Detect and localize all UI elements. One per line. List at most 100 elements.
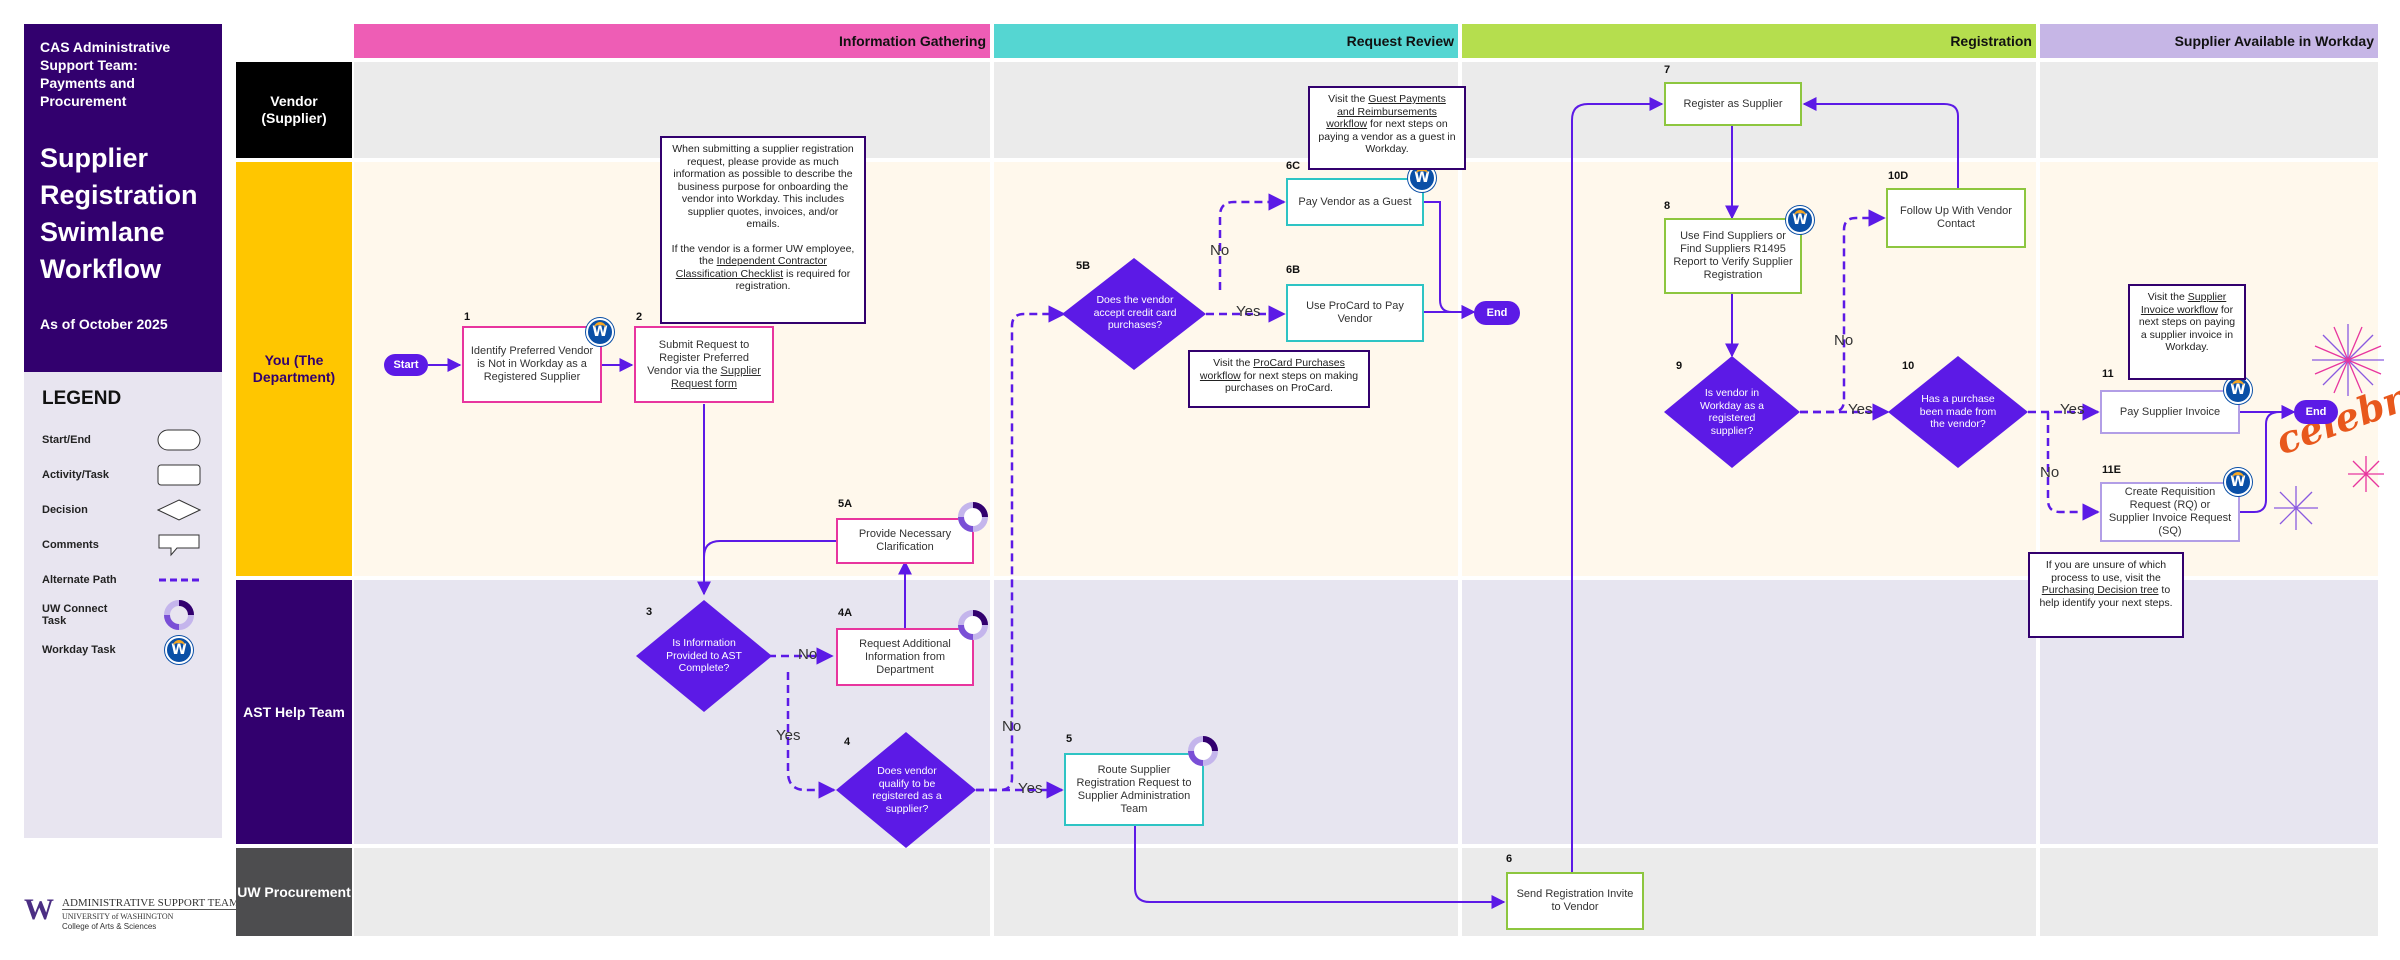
edge-label-yes: Yes	[1848, 401, 1873, 418]
legend-item: Activity/Task	[42, 457, 204, 492]
decision-5b-text: Does the vendor accept credit card purch…	[1093, 294, 1177, 332]
uw-connect-icon	[1188, 736, 1218, 766]
start-end-shape-icon	[157, 429, 201, 450]
comment-supplier-invoice: Visit the Supplier Invoice workflow for …	[2128, 284, 2246, 380]
task-6c-pay-guest: Pay Vendor as a Guest	[1286, 178, 1424, 226]
guest-payments-link[interactable]: Guest Payments and Reimbursements workfl…	[1326, 93, 1446, 130]
decision-4-text: Does vendor qualify to be registered as …	[872, 765, 942, 815]
comment-text: If you are unsure of which process to us…	[2045, 559, 2167, 584]
comment-text: is required for registration.	[735, 267, 851, 293]
comment-procard: Visit the ProCard Purchases workflow for…	[1188, 350, 1370, 408]
legend-label: UW Connect Task	[42, 602, 108, 627]
task-5-route-request: Route Supplier Registration Request to S…	[1064, 753, 1204, 826]
workday-icon: W	[586, 318, 614, 346]
edge-label-yes: Yes	[1018, 780, 1043, 797]
logo-line-3: College of Arts & Sciences	[62, 922, 157, 931]
comment-text: Visit the	[2147, 291, 2188, 303]
task-7-register-supplier: Register as Supplier	[1664, 82, 1802, 126]
step-number: 10	[1902, 360, 1915, 372]
contractor-checklist-link[interactable]: Independent Contractor Classification Ch…	[675, 255, 827, 280]
step-number: 2	[636, 311, 643, 323]
legend-label: Activity/Task	[42, 468, 110, 481]
edge-label-no: No	[1834, 332, 1854, 349]
step-number: 11E	[2102, 464, 2121, 476]
comment-text: for next steps on paying a vendor as a g…	[1318, 118, 1456, 155]
supplier-invoice-link[interactable]: Supplier Invoice workflow	[2140, 291, 2227, 316]
purchasing-decision-link[interactable]: Purchasing Decision tree	[2041, 584, 2159, 596]
edge-label-no: No	[798, 646, 818, 663]
title-panel: CAS Administrative Support Team: Payment…	[24, 24, 222, 372]
legend: LEGEND Start/End Activity/Task Decision …	[24, 372, 222, 838]
uw-connect-icon	[958, 502, 988, 532]
comment-text: for next steps on paying a supplier invo…	[2138, 303, 2236, 354]
end-node: End	[2294, 400, 2338, 424]
legend-item: UW Connect Task	[42, 597, 204, 632]
decision-shape-icon	[157, 498, 201, 521]
lane-ast-help-team: AST Help Team	[236, 580, 352, 844]
legend-title: LEGEND	[42, 388, 122, 409]
task-5a-provide-clarification: Provide Necessary Clarification	[836, 518, 974, 564]
step-number: 10D	[1888, 170, 1909, 182]
page-title: Supplier Registration Swimlane Workflow	[40, 143, 198, 284]
comment-text: Visit the	[1213, 357, 1254, 369]
task-2-submit-request: Submit Request to Register Preferred Ven…	[634, 326, 774, 403]
step-number: 4	[844, 736, 851, 748]
comment-purchasing-decision: If you are unsure of which process to us…	[2028, 552, 2184, 638]
edge-label-yes: Yes	[1236, 303, 1261, 320]
task-6-send-invite: Send Registration Invite to Vendor	[1506, 872, 1644, 930]
org-name: CAS Administrative Support Team: Payment…	[40, 39, 171, 109]
phase-divider	[1458, 62, 1462, 936]
task-11e-create-request: Create Requisition Request (RQ) or Suppl…	[2100, 482, 2240, 542]
step-number: 5B	[1076, 260, 1091, 272]
workday-icon: W	[2224, 468, 2252, 496]
task-1-identify-vendor: Identify Preferred Vendor is Not in Work…	[462, 326, 602, 403]
comment-submission-info: When submitting a supplier registration …	[660, 136, 866, 324]
step-number: 6B	[1286, 264, 1301, 276]
edge-label-yes: Yes	[776, 727, 801, 744]
step-number: 5A	[838, 498, 853, 510]
step-number: 6C	[1286, 160, 1301, 172]
legend-item: Comments	[42, 527, 204, 562]
workday-icon: W	[2224, 376, 2252, 404]
task-6b-use-procard: Use ProCard to Pay Vendor	[1286, 284, 1424, 342]
comment-text: for next steps on making purchases on Pr…	[1225, 369, 1359, 395]
phase-divider	[990, 62, 994, 936]
phase-registration: Registration	[1462, 24, 2036, 58]
workday-icon: W	[1786, 206, 1814, 234]
end-node: End	[1474, 301, 1520, 325]
decision-3-text: Is Information Provided to AST Complete?	[666, 637, 742, 675]
task-10d-follow-up: Follow Up With Vendor Contact	[1886, 188, 2026, 248]
step-number: 6	[1506, 853, 1513, 865]
procard-purchases-link[interactable]: ProCard Purchases workflow	[1199, 357, 1345, 382]
task-2-text: Submit Request to Register Preferred Ven…	[647, 338, 750, 377]
edge-label-no: No	[1210, 242, 1230, 259]
activity-shape-icon	[157, 464, 201, 485]
step-number: 7	[1664, 64, 1671, 76]
task-8-verify-registration: Use Find Suppliers or Find Suppliers R14…	[1664, 218, 1802, 294]
uw-logo: W ADMINISTRATIVE SUPPORT TEAM UNIVERSITY…	[24, 893, 239, 935]
edge-label-no: No	[2040, 464, 2060, 481]
step-number: 4A	[838, 607, 853, 619]
legend-label: Decision	[42, 503, 88, 516]
uw-w-logo-icon: W	[24, 893, 54, 926]
workday-icon: W	[165, 635, 193, 664]
edge-label-yes: Yes	[2060, 401, 2085, 418]
comment-text: If the vendor is a former UW employee, t…	[671, 242, 855, 268]
legend-label: Alternate Path	[42, 573, 117, 586]
decision-9-text: Is vendor in Workday as a registered sup…	[1700, 387, 1764, 437]
as-of-date: As of October 2025	[40, 316, 168, 332]
lane-department: You (The Department)	[236, 162, 352, 576]
lane-vendor: Vendor (Supplier)	[236, 62, 352, 158]
supplier-request-form-link[interactable]: Supplier Request form	[670, 364, 761, 390]
comment-shape-icon	[158, 534, 200, 556]
start-node: Start	[384, 354, 428, 376]
legend-item: Alternate Path	[42, 562, 204, 597]
comment-text: When submitting a supplier registration …	[672, 143, 854, 230]
step-number: 5	[1066, 733, 1073, 745]
step-number: 8	[1664, 200, 1671, 212]
task-11-pay-invoice: Pay Supplier Invoice	[2100, 390, 2240, 434]
logo-line-1: ADMINISTRATIVE SUPPORT TEAM	[62, 897, 239, 910]
uw-connect-icon	[164, 599, 194, 630]
edge-label-no: No	[1002, 718, 1022, 735]
legend-label: Workday Task	[42, 643, 116, 656]
